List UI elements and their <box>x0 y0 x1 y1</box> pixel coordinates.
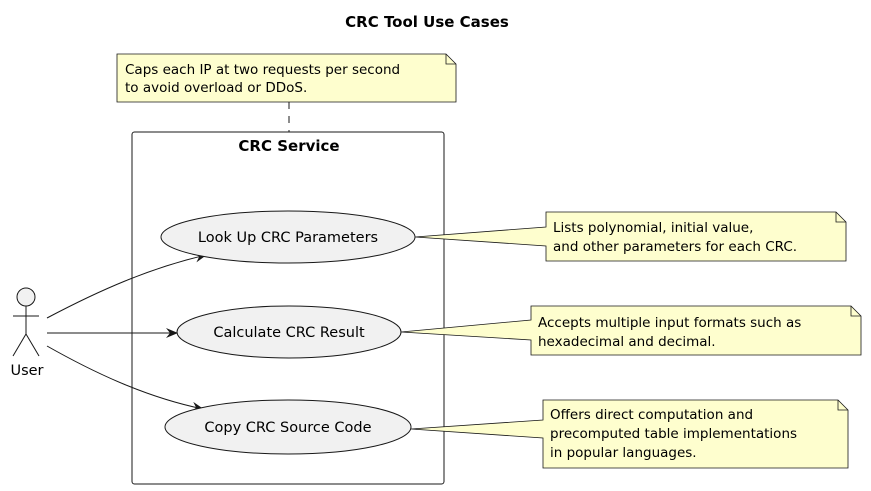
note-rate-limit-line-1: Caps each IP at two requests per second <box>125 62 400 78</box>
use-case-shape <box>164 399 412 455</box>
note-copy-line-3: in popular languages. <box>550 445 697 461</box>
system-boundary <box>131 131 445 485</box>
use-case-copy-label: Copy CRC Source Code <box>204 420 371 436</box>
note-calculate-line-2: hexadecimal and decimal. <box>538 334 716 350</box>
note-fold <box>837 400 848 411</box>
note-calculate: Accepts multiple input formats such as h… <box>400 305 862 356</box>
note-rate-limit: Caps each IP at two requests per second … <box>116 53 457 103</box>
note-fold <box>835 212 846 223</box>
note-lookup-line-1: Lists polynomial, initial value, <box>553 220 753 236</box>
use-case-lookup: Look Up CRC Parameters <box>160 210 416 264</box>
actor-label: User <box>10 363 43 379</box>
actor-left-leg <box>12 333 27 357</box>
note-copy-line-1: Offers direct computation and <box>550 407 753 423</box>
note-rate-limit-line-2: to avoid overload or DDoS. <box>125 80 307 96</box>
diagram-title: CRC Tool Use Cases <box>345 13 509 31</box>
use-case-lookup-label: Look Up CRC Parameters <box>198 230 378 246</box>
use-case-copy: Copy CRC Source Code <box>164 399 412 455</box>
actor-head <box>16 287 36 307</box>
association-lookup <box>46 252 207 319</box>
note-fold <box>445 54 456 65</box>
use-case-calculate: Calculate CRC Result <box>176 305 402 359</box>
note-copy-line-2: precomputed table implementations <box>550 426 797 442</box>
association-copy <box>46 345 204 412</box>
note-lookup: Lists polynomial, initial value, and oth… <box>414 211 847 262</box>
note-shape <box>116 53 457 103</box>
note-lookup-line-2: and other parameters for each CRC. <box>553 239 797 255</box>
note-copy: Offers direct computation and precompute… <box>410 399 849 469</box>
actor-user: User <box>10 287 44 379</box>
use-case-calculate-label: Calculate CRC Result <box>213 325 365 341</box>
note-fold <box>850 306 861 317</box>
actor-right-leg <box>25 333 40 357</box>
system-boundary-title: CRC Service <box>238 137 339 155</box>
note-calculate-line-1: Accepts multiple input formats such as <box>538 315 801 331</box>
